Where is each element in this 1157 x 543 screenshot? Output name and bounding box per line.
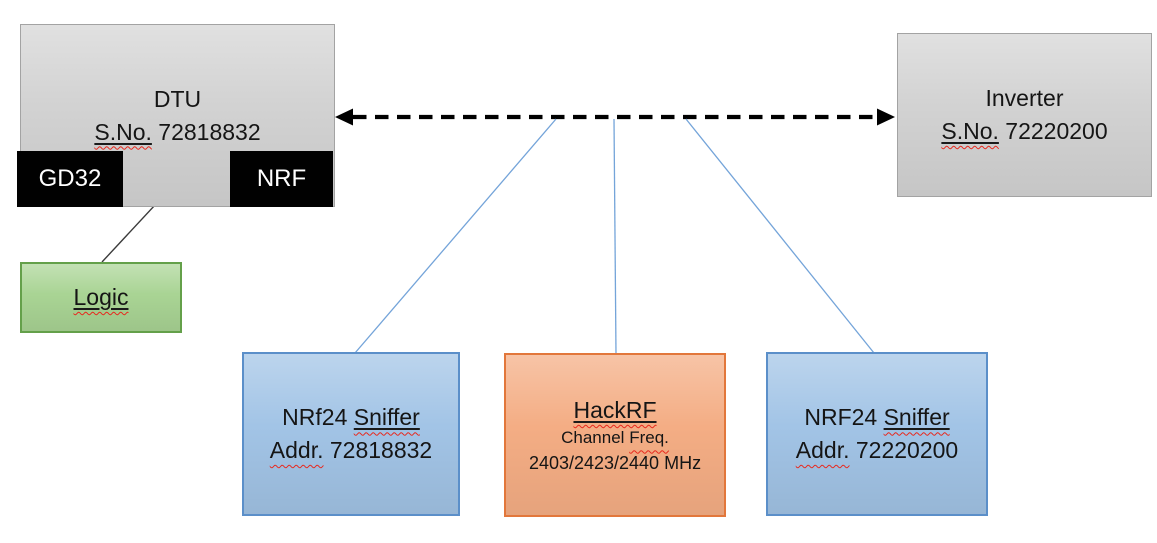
sniffer-left-title: NRf24 Sniffer [282,401,420,434]
sniffer-right-title: NRF24 Sniffer [804,401,949,434]
hackrf-channel-word: Freq. [629,428,669,448]
hackrf-box: HackRF Channel Freq. 2403/2423/2440 MHz [504,353,726,517]
sniffer-right-addr-label: Addr. [795,437,850,463]
sniffer-right-box: NRF24 Sniffer Addr. 72220200 [766,352,988,516]
sniffer-left-addr-value: 72818832 [329,437,433,463]
hackrf-channel-prefix: Channel [561,428,625,448]
logic-box: Logic [20,262,182,333]
sniffer-left-addr-label: Addr. [269,437,324,463]
dtu-serial-value: 72818832 [158,118,261,145]
inverter-serial: S.No. 72220200 [941,115,1107,148]
inverter-serial-value: 72220200 [1005,118,1108,144]
sniffer-right-addr: Addr. 72220200 [796,434,958,467]
inverter-serial-label: S.No. [941,118,999,144]
sniffer-right-name: NRF24 [804,404,878,431]
logic-label: Logic [73,284,129,311]
sniffer-right-addr-value: 72220200 [855,437,959,463]
inverter-box: Inverter S.No. 72220200 [897,33,1152,197]
gd32-box: GD32 [17,151,123,207]
dtu-title: DTU [153,85,202,112]
nrf-label: NRF [256,165,307,192]
sniffer-left-addr: Addr. 72818832 [270,434,432,467]
hackrf-frequencies: 2403/2423/2440 MHz [528,453,702,474]
connector-sniffer-left [354,118,557,354]
connector-hackrf [613,118,617,355]
dtu-inverter-dashed-arrow [335,108,895,126]
sniffer-left-box: NRf24 Sniffer Addr. 72818832 [242,352,460,516]
inverter-title: Inverter [985,85,1064,112]
dtu-serial: S.No. 72818832 [94,116,260,149]
hackrf-title: HackRF [573,396,657,423]
sniffer-left-word: Sniffer [353,404,420,431]
dtu-serial-label: S.No. [94,118,152,145]
connector-sniffer-right [685,118,875,354]
gd32-label: GD32 [38,165,102,192]
sniffer-right-word: Sniffer [883,404,950,431]
sniffer-left-name: NRf24 [282,404,348,431]
nrf-box: NRF [230,151,333,207]
hackrf-channel-label: Channel Freq. [561,426,669,451]
